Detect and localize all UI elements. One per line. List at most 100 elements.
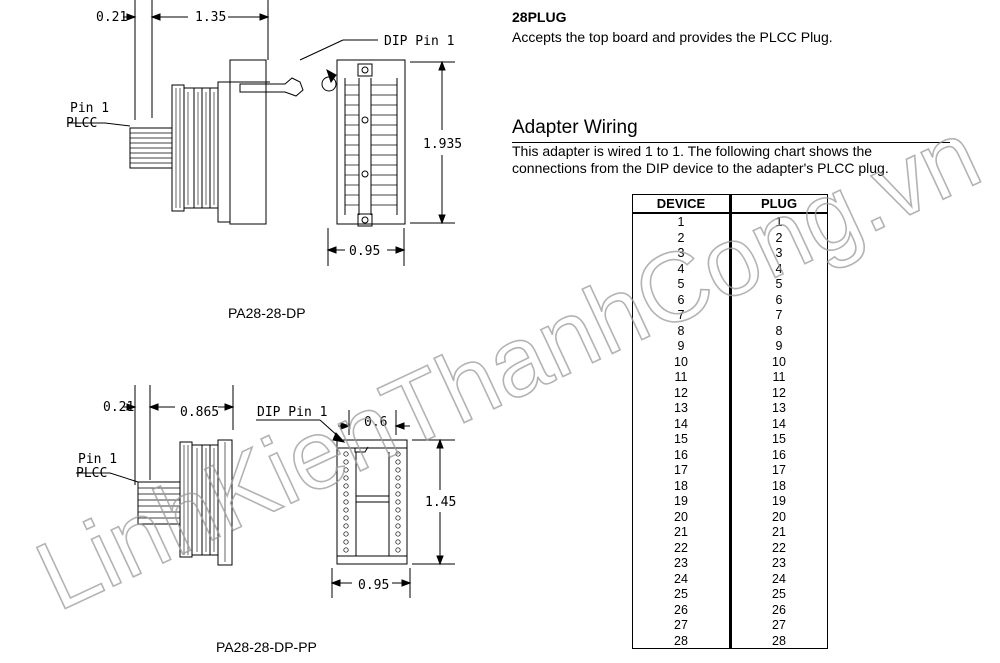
table-row: 26 26 bbox=[633, 603, 827, 619]
plug-pin-cell: 7 bbox=[775, 308, 783, 322]
device-pin-cell: 6 bbox=[677, 292, 685, 307]
device-pin-cell: 21 bbox=[674, 525, 688, 539]
plug-pin-cell: 21 bbox=[772, 525, 786, 539]
dim-145-bottom: 1.45 bbox=[425, 495, 456, 510]
table-row: 22 22 bbox=[633, 541, 827, 557]
plug-title: 28PLUG bbox=[512, 9, 567, 25]
device-pin-cell: 1 bbox=[677, 215, 685, 229]
device-pin-cell: 2 bbox=[677, 230, 685, 245]
plug-pin-cell: 18 bbox=[772, 478, 786, 493]
device-pin-cell: 5 bbox=[677, 277, 685, 291]
table-row: 24 24 bbox=[633, 572, 827, 588]
plcc-label-top: PLCC bbox=[66, 116, 97, 131]
device-pin-cell: 26 bbox=[674, 602, 688, 617]
device-pin-cell: 10 bbox=[674, 354, 688, 369]
device-pin-cell: 20 bbox=[674, 509, 688, 524]
device-pin-cell: 23 bbox=[674, 556, 688, 570]
plug-pin-cell: 2 bbox=[775, 230, 783, 245]
column-header-plug: PLUG bbox=[760, 196, 798, 211]
table-row: 23 23 bbox=[633, 556, 827, 572]
caption-pa28-28-dp: PA28-28-DP bbox=[228, 305, 306, 321]
plug-pin-cell: 28 bbox=[772, 633, 786, 648]
device-pin-cell: 3 bbox=[677, 246, 685, 260]
device-pin-cell: 12 bbox=[674, 385, 688, 400]
table-row: 21 21 bbox=[633, 525, 827, 541]
device-pin-cell: 14 bbox=[674, 416, 688, 431]
plug-pin-cell: 23 bbox=[772, 556, 786, 570]
plug-pin-cell: 15 bbox=[772, 432, 786, 446]
drawing-pa28-28-dp: 0.21 1.35 1.935 0.95 DIP Pin 1 Pin 1 PLC… bbox=[66, 0, 462, 321]
device-pin-cell: 13 bbox=[674, 401, 688, 415]
device-pin-cell: 18 bbox=[674, 478, 688, 493]
wiring-description-line2: connections from the DIP device to the a… bbox=[512, 160, 889, 176]
plug-pin-cell: 3 bbox=[775, 246, 783, 260]
pin1-label-bottom: Pin 1 bbox=[78, 452, 117, 467]
plug-pin-cell: 12 bbox=[772, 385, 786, 400]
plug-pin-cell: 9 bbox=[775, 339, 783, 353]
plug-pin-cell: 14 bbox=[772, 416, 786, 431]
device-pin-cell: 27 bbox=[674, 618, 688, 632]
plug-pin-cell: 22 bbox=[772, 540, 786, 555]
plug-pin-cell: 11 bbox=[772, 370, 786, 384]
device-pin-cell: 8 bbox=[677, 323, 685, 338]
table-row: 12 12 bbox=[633, 386, 827, 402]
plug-pin-cell: 19 bbox=[772, 494, 786, 508]
column-divider bbox=[729, 195, 732, 648]
plug-pin-cell: 10 bbox=[772, 354, 786, 369]
device-pin-cell: 17 bbox=[674, 463, 688, 477]
dim-1935-top: 1.935 bbox=[423, 137, 462, 152]
plug-description: Accepts the top board and provides the P… bbox=[512, 29, 833, 45]
plug-pin-cell: 17 bbox=[772, 463, 786, 477]
device-pin-cell: 22 bbox=[674, 540, 688, 555]
section-divider bbox=[512, 142, 950, 143]
dim-095-top: 0.95 bbox=[349, 244, 380, 259]
column-header-device: DEVICE bbox=[656, 196, 706, 211]
plug-pin-cell: 24 bbox=[772, 571, 786, 586]
plug-pin-cell: 26 bbox=[772, 602, 786, 617]
wiring-description-line1: This adapter is wired 1 to 1. The follow… bbox=[512, 143, 873, 159]
pin1-label-top: Pin 1 bbox=[70, 101, 109, 116]
device-pin-cell: 16 bbox=[674, 447, 688, 462]
device-pin-cell: 25 bbox=[674, 587, 688, 601]
device-pin-cell: 4 bbox=[677, 261, 685, 276]
plcc-label-bottom: PLCC bbox=[76, 466, 107, 481]
plug-pin-cell: 4 bbox=[775, 261, 783, 276]
dim-095-bottom: 0.95 bbox=[358, 578, 389, 593]
plug-pin-cell: 27 bbox=[772, 618, 786, 632]
drawing-pa28-28-dp-pp: 0.21 0.865 0.6 1.45 0.95 DIP Pin 1 Pin 1… bbox=[76, 385, 456, 655]
table-row: 11 11 bbox=[633, 370, 827, 386]
dim-021-bottom: 0.21 bbox=[103, 400, 134, 415]
dip-pin-label-top: DIP Pin 1 bbox=[384, 34, 454, 49]
dim-135-top: 1.35 bbox=[195, 10, 226, 25]
caption-pa28-28-dp-pp: PA28-28-DP-PP bbox=[216, 639, 317, 655]
plug-pin-cell: 25 bbox=[772, 587, 786, 601]
device-pin-cell: 24 bbox=[674, 571, 688, 586]
table-row: 14 14 bbox=[633, 417, 827, 433]
wiring-section-title: Adapter Wiring bbox=[512, 117, 638, 138]
dim-021-top: 0.21 bbox=[96, 10, 127, 25]
device-pin-cell: 11 bbox=[674, 370, 688, 384]
plug-pin-cell: 1 bbox=[775, 215, 783, 229]
wiring-description: This adapter is wired 1 to 1. The follow… bbox=[512, 143, 952, 177]
table-row: 25 25 bbox=[633, 587, 827, 603]
plug-pin-cell: 6 bbox=[775, 292, 783, 307]
plug-pin-cell: 5 bbox=[775, 277, 783, 291]
